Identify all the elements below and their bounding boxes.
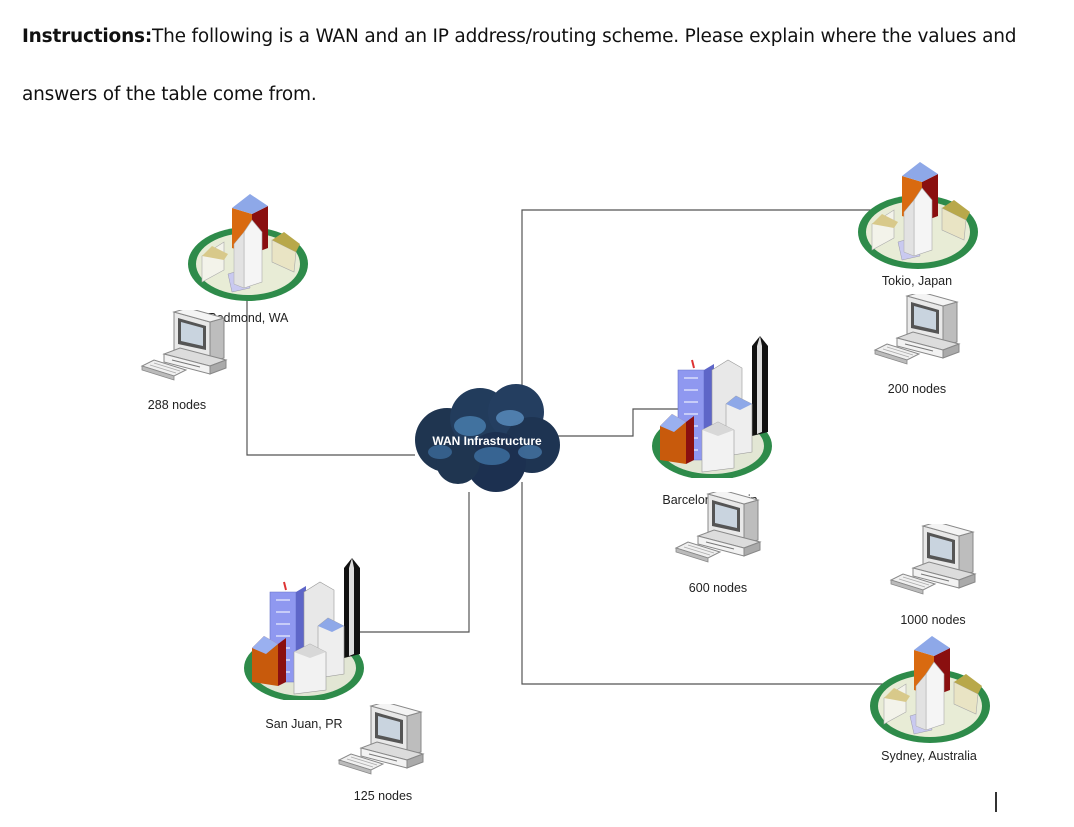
computer-icon	[141, 310, 227, 381]
site-tokio: Tokio, Japan 200 nodes	[857, 161, 979, 396]
link-barcelona	[558, 408, 698, 437]
cloud-icon	[415, 384, 560, 492]
node-count: 600 nodes	[689, 581, 747, 595]
instructions-text: The following is a WAN and an IP address…	[22, 26, 1017, 105]
instructions-lead: Instructions:	[22, 26, 153, 47]
site-barcelona: Barcelona, Spain 600 nodes	[651, 335, 773, 595]
site-sydney: Sydney, Australia 1000 nodes	[869, 524, 991, 763]
campus-icon	[869, 635, 991, 744]
link-redmond	[246, 287, 415, 456]
node-count: 288 nodes	[148, 398, 206, 412]
city-buildings-icon	[651, 335, 773, 478]
site-name: San Juan, PR	[265, 717, 342, 731]
link-sydney	[521, 482, 885, 685]
link-tokio	[521, 209, 880, 398]
site-name: Sydney, Australia	[881, 749, 977, 763]
instructions-paragraph: Instructions:The following is a WAN and …	[22, 8, 1052, 124]
wan-cloud: WAN Infrastructure	[415, 384, 560, 492]
site-name: Tokio, Japan	[882, 274, 952, 288]
computer-icon	[874, 294, 960, 365]
cloud-label: WAN Infrastructure	[432, 434, 542, 448]
text-cursor	[995, 792, 997, 812]
node-count: 125 nodes	[354, 789, 412, 803]
site-san-juan: San Juan, PR 125 nodes	[243, 557, 424, 803]
computer-icon	[338, 704, 424, 775]
city-buildings-icon	[243, 557, 365, 700]
node-count: 200 nodes	[888, 382, 946, 396]
wan-links	[246, 209, 885, 685]
site-redmond: Redmond, WA 288 nodes	[141, 193, 309, 412]
campus-icon	[187, 193, 309, 302]
computer-icon	[890, 524, 976, 595]
campus-icon	[857, 161, 979, 270]
site-name: Redmond, WA	[208, 311, 289, 325]
node-count: 1000 nodes	[900, 613, 965, 627]
